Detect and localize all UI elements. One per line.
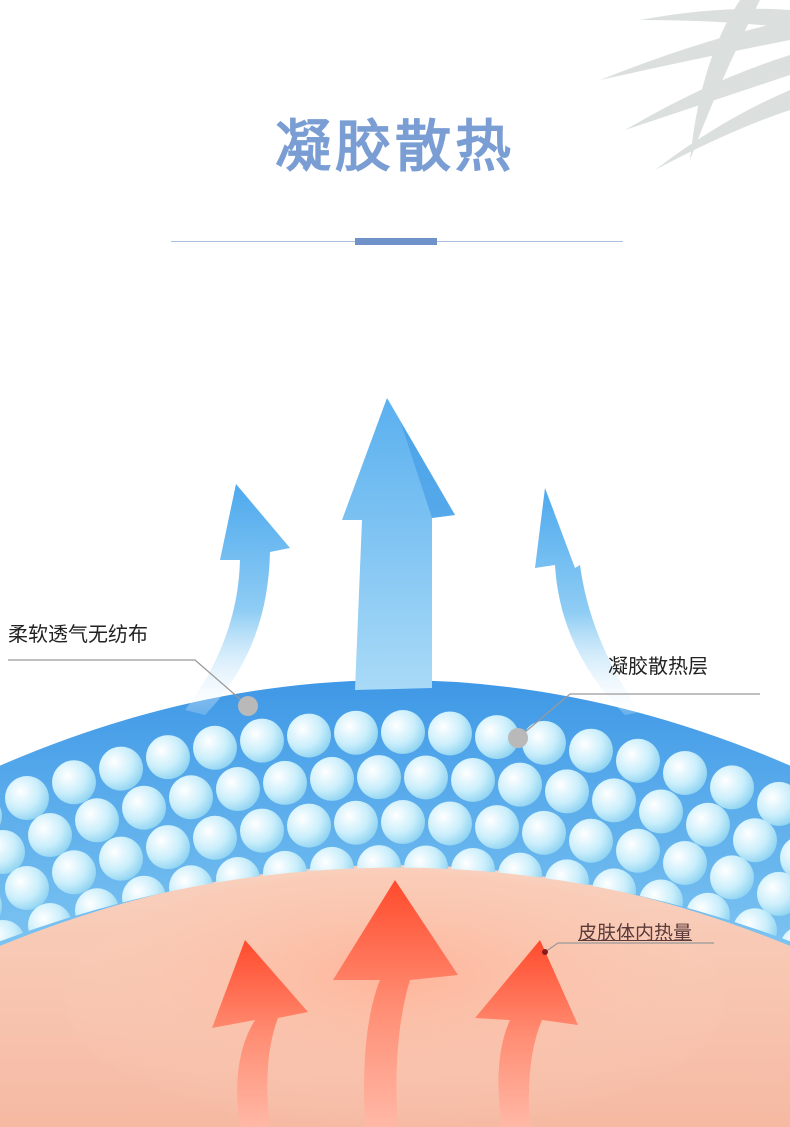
gel-bead: [5, 866, 49, 911]
gel-bead: [404, 755, 448, 800]
gel-bead: [733, 818, 777, 863]
gel-bead: [616, 738, 660, 783]
label-nonwoven-fabric: 柔软透气无纺布: [8, 622, 148, 646]
label-gel-layer: 凝胶散热层: [608, 654, 708, 678]
gel-bead: [28, 813, 72, 858]
gel-bead: [592, 778, 636, 823]
gel-bead: [522, 810, 566, 855]
gel-bead: [5, 776, 49, 821]
gel-bead: [686, 802, 730, 847]
gel-bead: [663, 751, 707, 796]
gel-bead: [122, 785, 166, 830]
gel-bead: [475, 715, 519, 760]
gel-bead: [146, 735, 190, 780]
gel-bead: [569, 818, 613, 863]
fabric-marker: [238, 696, 258, 716]
gel-bead: [52, 760, 96, 805]
gel-bead: [263, 760, 307, 805]
callout-lines: [8, 659, 760, 953]
gel-bead: [240, 808, 284, 853]
gel-bead: [498, 762, 542, 807]
gel-bead: [522, 720, 566, 765]
gel-bead: [334, 710, 378, 755]
gel-bead: [639, 789, 683, 834]
gel-bead: [357, 755, 401, 800]
heat-arrow-icon: [212, 880, 578, 1127]
gel-bead: [0, 829, 25, 874]
gel-bead: [334, 800, 378, 845]
gel-bead: [451, 757, 495, 802]
gel-bead: [75, 798, 119, 843]
gel-bead: [310, 756, 354, 801]
gel-bead: [616, 828, 660, 873]
gel-bead: [193, 725, 237, 770]
skin-marker: [542, 949, 548, 955]
gel-bead: [757, 871, 790, 916]
cool-arrow-icon: [185, 398, 640, 715]
gel-bead: [99, 746, 143, 791]
gel-bead: [99, 836, 143, 881]
gel-bead: [287, 803, 331, 848]
title-accent-bar: [355, 238, 437, 245]
gel-bead: [710, 765, 754, 810]
gel-bead: [428, 801, 472, 846]
gel-bead: [52, 850, 96, 895]
label-skin-heat: 皮肤体内热量: [578, 922, 693, 944]
gel-bead: [710, 855, 754, 900]
gel-bead: [193, 815, 237, 860]
gel-bead: [663, 841, 707, 886]
gel-bead: [146, 825, 190, 870]
gel-bead: [569, 728, 613, 773]
gel-bead: [475, 805, 519, 850]
gel-bead: [381, 710, 425, 755]
gel-marker: [508, 728, 528, 748]
gel-bead: [545, 769, 589, 814]
gel-bead: [169, 775, 213, 820]
gel-bead: [287, 713, 331, 758]
gel-bead: [428, 711, 472, 756]
palm-leaf-icon: [600, 0, 790, 170]
gel-bead: [216, 767, 260, 812]
gel-bead: [240, 718, 284, 763]
page-title: 凝胶散热: [275, 115, 515, 180]
gel-bead: [757, 781, 790, 826]
gel-bead: [381, 800, 425, 845]
